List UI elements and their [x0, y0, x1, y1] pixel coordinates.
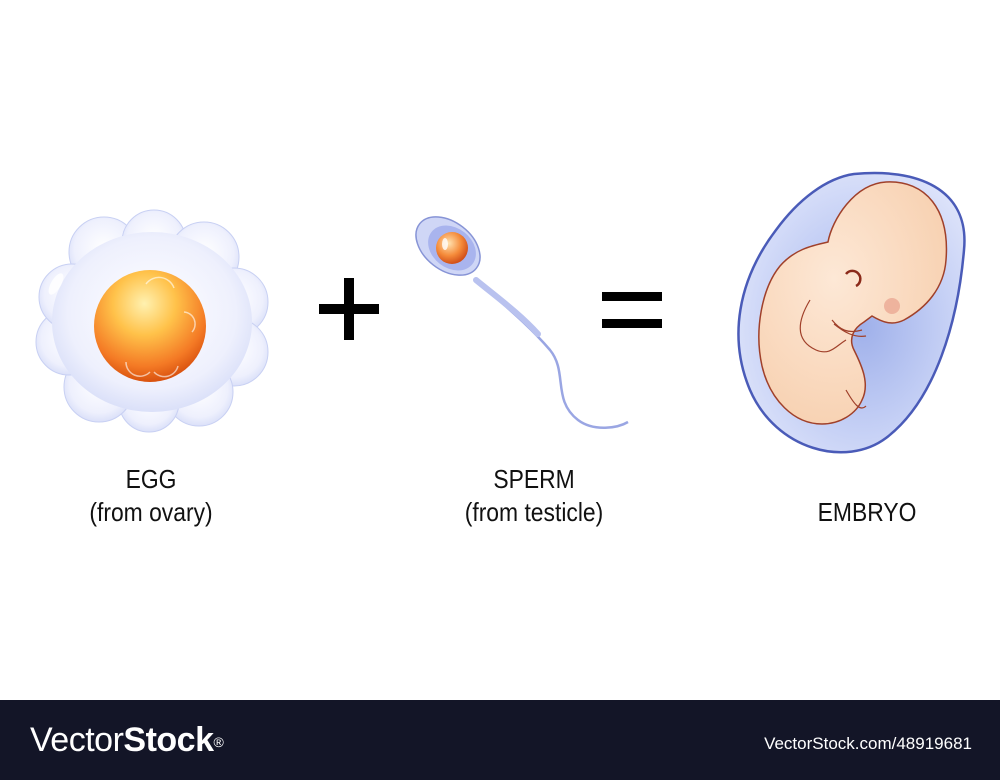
- embryo-label: EMBRYO: [779, 496, 955, 529]
- watermark-footer: VectorStock® VectorStock.com/48919681: [0, 700, 1000, 780]
- embryo-illustration: [737, 171, 966, 454]
- registered-mark: ®: [213, 734, 224, 750]
- vectorstock-logo[interactable]: VectorStock®: [30, 720, 224, 760]
- sperm-subtitle: (from testicle): [464, 497, 604, 527]
- egg-subtitle: (from ovary): [89, 497, 213, 527]
- egg-label: EGG (from ovary): [63, 463, 239, 529]
- brand-bold-text: Stock: [123, 721, 214, 759]
- fertilization-diagram: EGG (from ovary) SPERM (from testicle) E…: [35, 171, 966, 529]
- sperm-title: SPERM: [493, 464, 575, 494]
- embryo-title: EMBRYO: [817, 497, 917, 527]
- egg-cell-illustration: [35, 209, 269, 433]
- sperm-cell-illustration: [415, 216, 629, 429]
- egg-title: EGG: [125, 464, 177, 494]
- stock-id-link[interactable]: VectorStock.com/48919681: [764, 734, 972, 753]
- brand-light-text: Vector: [30, 721, 124, 759]
- equals-operator-icon: [602, 292, 662, 328]
- plus-operator-icon: [319, 278, 379, 340]
- sperm-label: SPERM (from testicle): [437, 463, 631, 529]
